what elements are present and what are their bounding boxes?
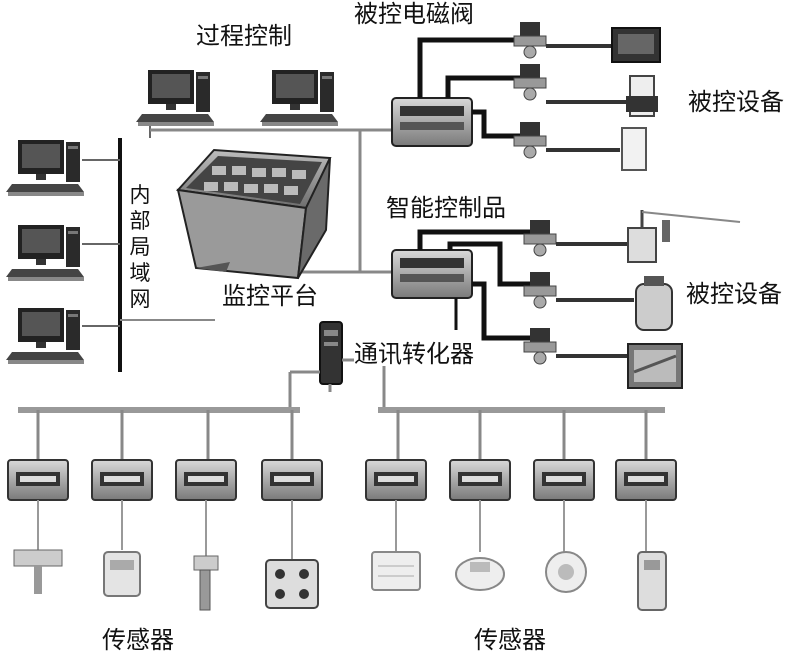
smart-controller-bottom: [391, 249, 473, 299]
solenoid-valve-2: [513, 63, 547, 101]
controlled-device-1: [611, 27, 661, 63]
sensor-transmitter-3: [175, 459, 237, 501]
controlled-device-5: [635, 276, 673, 331]
process-control-pc-1: [136, 70, 214, 126]
sensor-probe-2: [103, 551, 141, 597]
sensor-probe-3: [193, 555, 219, 611]
lan-pc-2: [6, 225, 84, 281]
sensor-transmitter-4: [261, 459, 323, 501]
controlled-device-2: [626, 75, 658, 117]
solenoid-valve-6: [523, 327, 557, 365]
sensor-transmitter-8: [615, 459, 677, 501]
sensor-probe-1: [13, 549, 63, 594]
lan-pc-1: [6, 140, 84, 196]
solenoid-valve-1: [513, 21, 547, 59]
sensor-probe-4: [265, 559, 319, 609]
sensor-transmitter-7: [533, 459, 595, 501]
controlled-device-6: [627, 343, 683, 389]
controlled-device-4: [627, 210, 741, 263]
process-control-pc-2: [260, 70, 338, 126]
solenoid-valve-label: 被控电磁阀: [354, 0, 474, 28]
sensor-transmitter-2: [91, 459, 153, 501]
sensor-transmitter-1: [7, 459, 69, 501]
sensor-transmitter-5: [365, 459, 427, 501]
controlled-device-3: [621, 127, 647, 171]
monitoring-console: [175, 148, 332, 280]
sensor-transmitter-6: [449, 459, 511, 501]
controlled-equipment-label-2: 被控设备: [686, 280, 782, 308]
sensor-probe-6: [455, 557, 505, 591]
lan-label: 内部局域网: [128, 182, 152, 312]
smart-controller-label: 智能控制品: [386, 194, 506, 222]
sensors-label-right: 传感器: [474, 626, 546, 654]
smart-controller-top: [391, 97, 473, 147]
comm-converter-device: [319, 321, 343, 385]
monitoring-platform-label: 监控平台: [222, 282, 318, 310]
sensor-probe-5: [371, 551, 421, 591]
comm-converter-label: 通讯转化器: [354, 340, 474, 368]
process-control-label: 过程控制: [196, 22, 292, 50]
sensors-label-left: 传感器: [102, 626, 174, 654]
lan-pc-3: [6, 308, 84, 364]
sensor-probe-8: [637, 551, 667, 611]
solenoid-valve-5: [523, 271, 557, 309]
controlled-equipment-label-1: 被控设备: [688, 88, 784, 116]
solenoid-valve-4: [523, 219, 557, 257]
solenoid-valve-3: [513, 121, 547, 159]
sensor-probe-7: [545, 551, 587, 593]
